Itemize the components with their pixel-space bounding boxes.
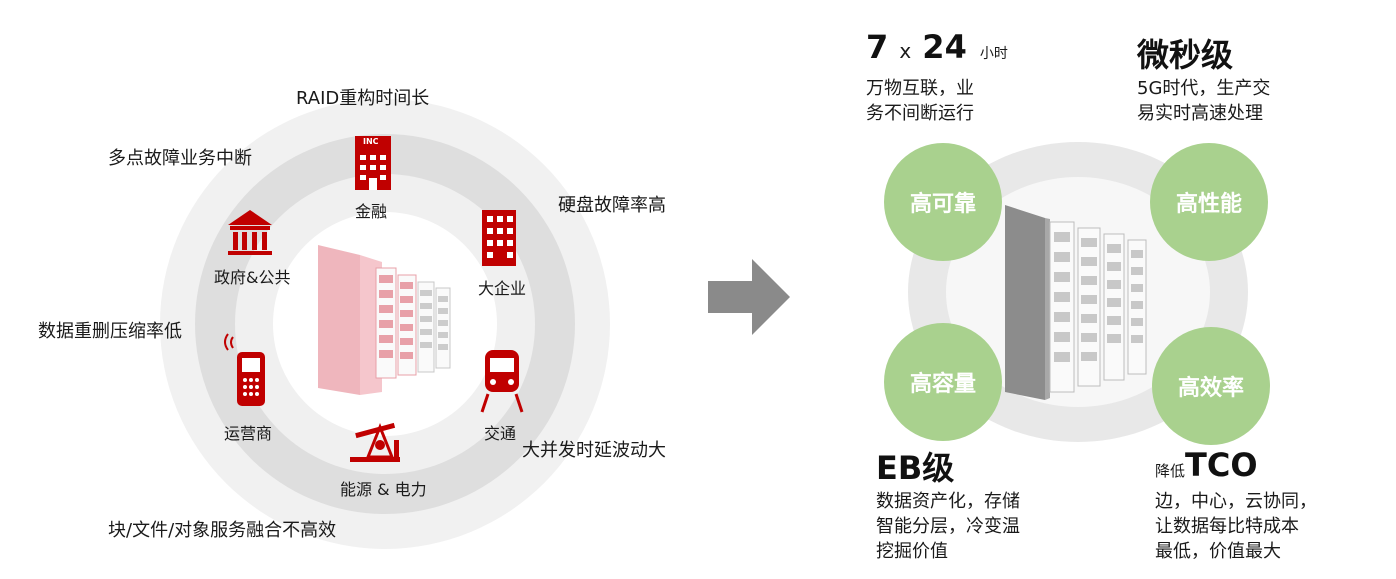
efficiency-desc-1: 边，中心，云协同， <box>1155 491 1317 512</box>
reliability-x: x <box>899 39 912 63</box>
performance-headline: 微秒级 <box>1137 36 1234 74</box>
reliability-headline: 7 x 24 小时 <box>866 28 1008 66</box>
efficiency-prefix: 降低 <box>1155 462 1186 480</box>
efficiency-headline: 降低TCO <box>1155 446 1258 484</box>
challenge-services: 块/文件/对象服务融合不高效 <box>108 520 337 541</box>
right-arrow-icon <box>708 259 790 335</box>
capacity-desc-1: 数据资产化，存储 <box>876 491 1020 512</box>
challenge-disk-fault: 硬盘故障率高 <box>558 195 666 216</box>
inc-label: INC <box>363 137 379 146</box>
industry-finance-label: 金融 <box>355 202 388 221</box>
challenge-multi-fault: 多点故障业务中断 <box>108 148 252 169</box>
mobile-phone-icon <box>224 333 265 406</box>
efficiency-tco: TCO <box>1185 446 1258 484</box>
reliability-num1: 7 <box>866 28 889 66</box>
industry-enterprise-label: 大企业 <box>478 279 527 298</box>
circle-high-performance: 高性能 <box>1150 143 1268 261</box>
government-building-icon <box>228 210 272 255</box>
server-rack-icon <box>318 245 451 395</box>
capacity-desc-2: 智能分层，冷变温 <box>876 516 1020 537</box>
circle-high-reliability: 高可靠 <box>884 143 1002 261</box>
oil-pump-icon <box>350 422 400 462</box>
bank-building-icon <box>355 136 391 190</box>
capacity-headline: EB级 <box>876 449 955 487</box>
reliability-unit: 小时 <box>979 46 1008 62</box>
industry-energy-label: 能源 & 电力 <box>340 480 427 499</box>
performance-desc-1: 5G时代，生产交 <box>1137 78 1271 99</box>
efficiency-desc-2: 让数据每比特成本 <box>1155 516 1299 537</box>
reliability-num2: 24 <box>922 28 967 66</box>
industry-transport-label: 交通 <box>484 424 517 443</box>
reliability-desc-1: 万物互联，业 <box>866 78 974 99</box>
server-rack-gray-icon <box>1005 205 1147 400</box>
performance-desc-2: 易实时高速处理 <box>1137 103 1263 124</box>
industry-government-label: 政府&公共 <box>214 268 291 287</box>
challenge-raid: RAID重构时间长 <box>296 88 430 109</box>
challenge-dedup: 数据重删压缩率低 <box>38 321 182 342</box>
circle-high-capacity: 高容量 <box>884 323 1002 441</box>
challenge-concurrency: 大并发时延波动大 <box>522 440 666 461</box>
industry-carrier-label: 运营商 <box>224 424 273 443</box>
circle-high-efficiency: 高效率 <box>1152 327 1270 445</box>
enterprise-building-icon <box>482 210 516 266</box>
capacity-desc-3: 挖掘价值 <box>876 541 948 562</box>
reliability-desc-2: 务不间断运行 <box>866 103 974 124</box>
train-icon <box>480 350 524 413</box>
efficiency-desc-3: 最低，价值最大 <box>1155 541 1281 562</box>
